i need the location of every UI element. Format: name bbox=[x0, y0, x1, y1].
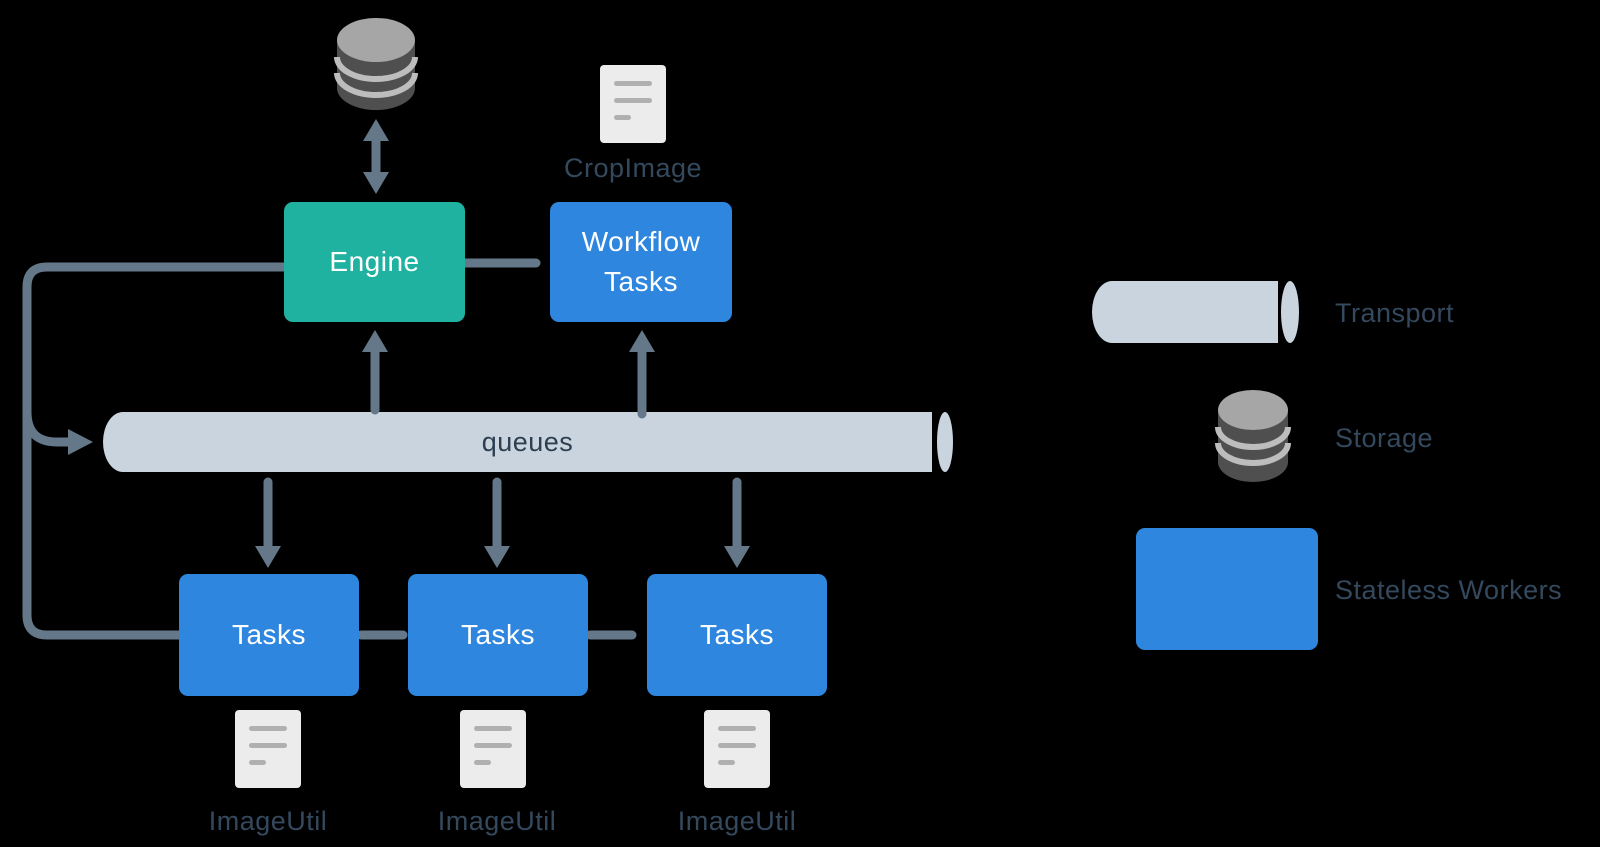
queue-label: queues bbox=[481, 427, 574, 457]
task-worker-node-1: Tasks bbox=[179, 574, 359, 696]
image-util-document-icon-1 bbox=[235, 710, 301, 788]
image-util-document-icon-2 bbox=[460, 710, 526, 788]
doc-line bbox=[718, 726, 756, 731]
legend-worker-box-icon bbox=[1136, 528, 1318, 650]
image-util-document-icon-3 bbox=[704, 710, 770, 788]
crop-image-label: CropImage bbox=[563, 153, 703, 183]
doc-line bbox=[614, 115, 631, 120]
legend-storage-label: Storage bbox=[1335, 423, 1434, 453]
doc-line bbox=[474, 760, 491, 765]
queue-to-task1-arrow bbox=[255, 477, 281, 568]
workflow-tasks-label-line1: Workflow bbox=[581, 226, 701, 257]
engine-node: Engine bbox=[284, 202, 465, 322]
queue-pipe-icon bbox=[103, 412, 953, 472]
engine-to-tasks-loop-line bbox=[22, 262, 289, 640]
task-worker-label: Tasks bbox=[699, 619, 775, 650]
queue-to-workflow-arrow bbox=[629, 330, 655, 419]
task-worker-label: Tasks bbox=[460, 619, 536, 650]
doc-line bbox=[614, 98, 652, 103]
image-util-label-2: ImageUtil bbox=[437, 806, 557, 836]
doc-line bbox=[718, 760, 735, 765]
doc-line bbox=[718, 743, 756, 748]
doc-line bbox=[249, 743, 287, 748]
legend-transport-label: Transport bbox=[1335, 298, 1455, 328]
queue-to-task3-arrow bbox=[724, 477, 750, 568]
task-worker-label: Tasks bbox=[231, 619, 307, 650]
task-worker-node-3: Tasks bbox=[647, 574, 827, 696]
legend-stateless-workers-label: Stateless Workers bbox=[1335, 575, 1563, 605]
image-util-label-3: ImageUtil bbox=[677, 806, 797, 836]
legend-pipe-icon bbox=[1092, 281, 1299, 343]
legend-database-icon bbox=[1215, 390, 1291, 482]
task-worker-node-2: Tasks bbox=[408, 574, 588, 696]
database-icon bbox=[334, 18, 418, 110]
loop-to-queue-arrow bbox=[22, 407, 93, 455]
doc-line bbox=[614, 81, 652, 86]
workflow-tasks-label-line2: Tasks bbox=[603, 266, 679, 297]
doc-line bbox=[474, 726, 512, 731]
engine-database-double-arrow bbox=[363, 119, 389, 194]
doc-line bbox=[249, 760, 266, 765]
image-util-label-1: ImageUtil bbox=[208, 806, 328, 836]
doc-line bbox=[249, 726, 287, 731]
doc-line bbox=[474, 743, 512, 748]
crop-image-document-icon bbox=[600, 65, 666, 143]
workflow-tasks-node: Workflow Tasks bbox=[550, 202, 732, 322]
queue-to-engine-arrow bbox=[362, 330, 388, 415]
engine-label: Engine bbox=[329, 246, 420, 277]
queue-to-task2-arrow bbox=[484, 477, 510, 568]
